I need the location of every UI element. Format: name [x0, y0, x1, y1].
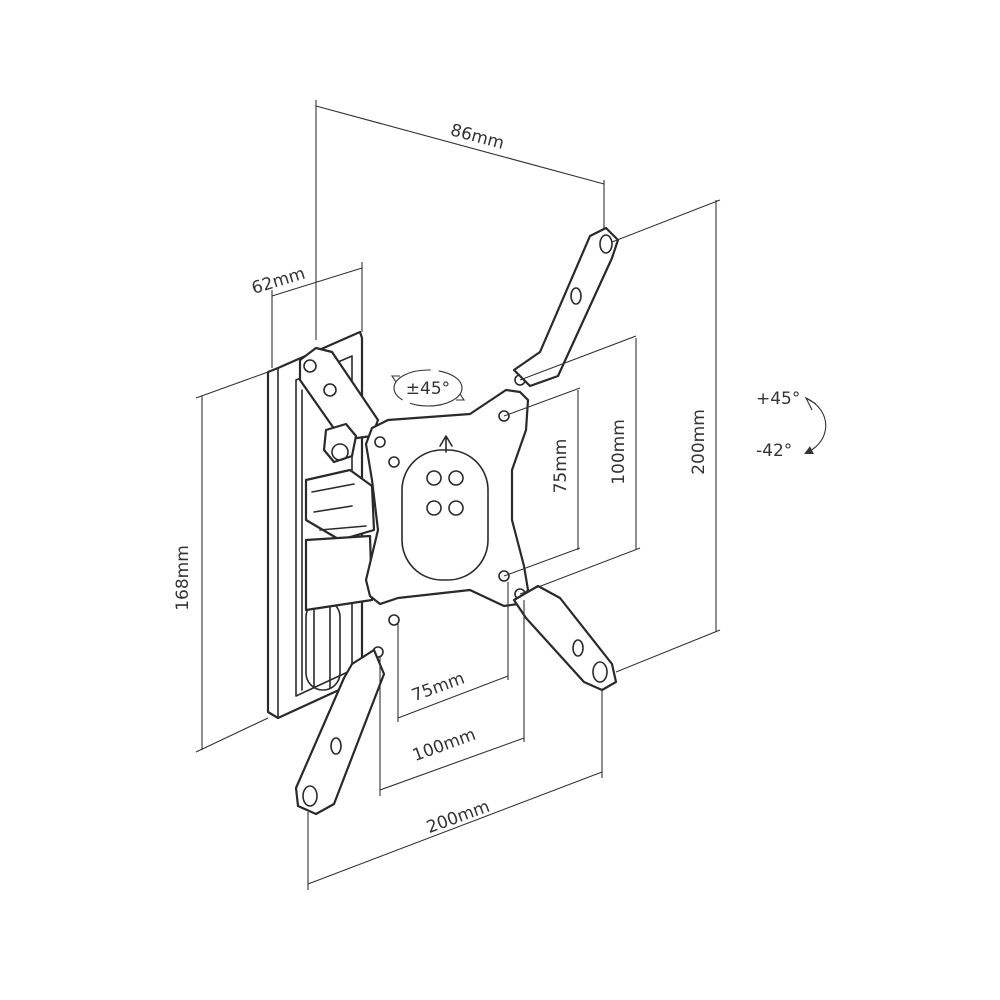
- pivot-hinge: [298, 346, 380, 612]
- tilt-indicator: +45° -42°: [756, 389, 827, 461]
- tilt-up-label: +45°: [756, 389, 800, 409]
- arm-span-vertical-label: 200mm: [689, 409, 709, 475]
- extension-arm-bottom-left: [294, 648, 386, 816]
- vesa-horizontal-100-label: 100mm: [410, 725, 478, 766]
- plate-height-label: 168mm: [173, 545, 193, 611]
- vesa-vertical-75-label: 75mm: [551, 439, 571, 494]
- vesa-horizontal-75-label: 75mm: [409, 669, 467, 707]
- vesa-vertical-100-label: 100mm: [609, 419, 629, 485]
- rotation-label: ±45°: [406, 379, 450, 399]
- arm-span-horizontal-label: 200mm: [424, 797, 492, 838]
- extension-arm-bottom-right: [512, 584, 618, 692]
- dimension-lines: [195, 100, 721, 890]
- vesa-plate: [364, 374, 530, 658]
- rotation-indicator: ±45°: [390, 369, 466, 407]
- depth-max-label: 86mm: [448, 120, 506, 153]
- tilt-down-label: -42°: [756, 441, 792, 461]
